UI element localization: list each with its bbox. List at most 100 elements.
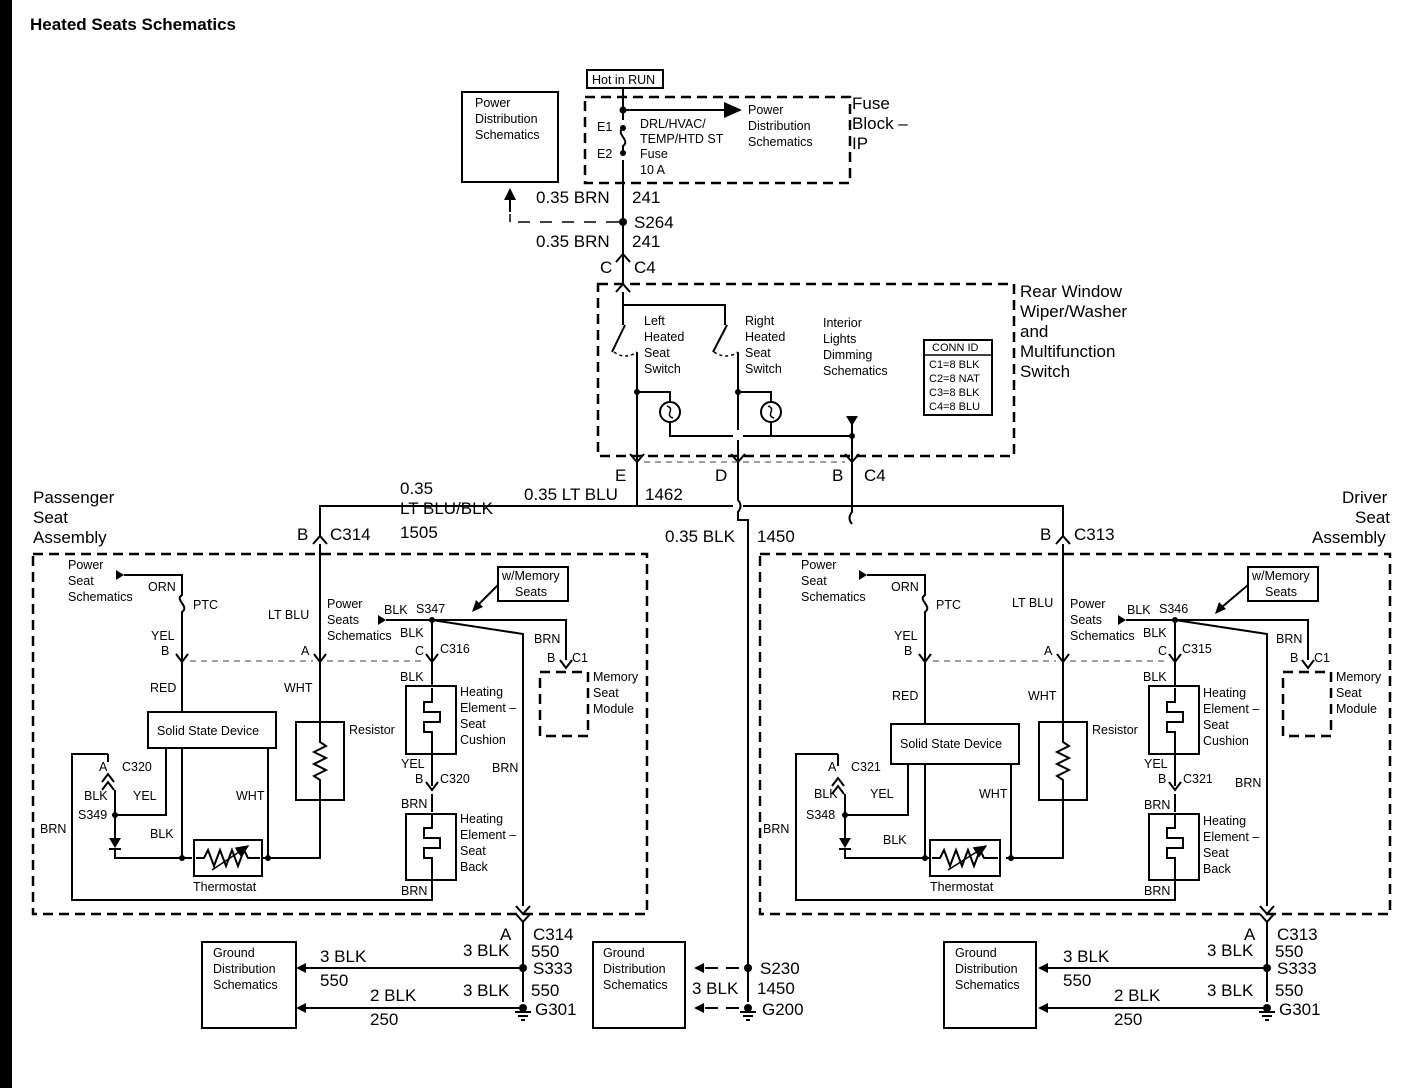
- p-yel: YEL: [151, 629, 175, 643]
- d-blk-5: BLK: [883, 833, 907, 847]
- wire-1450-num: 1450: [757, 527, 795, 546]
- d-power-seat-arrow-icon: [859, 570, 867, 580]
- p-power-seat-3: Schematics: [68, 590, 133, 604]
- e2-label: E2: [597, 147, 612, 161]
- d-brn-memory: [1175, 619, 1309, 660]
- wire-1462-label: 0.35 LT BLU: [524, 485, 618, 504]
- driver-seat-assembly: Driver Seat Assembly B C313 Power Seat S…: [758, 488, 1392, 924]
- switch-title-5: Switch: [1020, 362, 1070, 381]
- d-heat-back-3: Seat: [1203, 846, 1229, 860]
- d-heat-cushion-4: Cushion: [1203, 734, 1249, 748]
- d-heat-back-1: Heating: [1203, 814, 1246, 828]
- p-power-seats-1: Power: [327, 597, 362, 611]
- d-wht-1: WHT: [1028, 689, 1057, 703]
- d-memory-module-3: Module: [1336, 702, 1377, 716]
- d-resistor-icon: [1054, 722, 1072, 800]
- p-memory-module-outline: [538, 670, 590, 738]
- p-yel-3: YEL: [401, 757, 425, 771]
- gm-arrow-top-icon: [694, 963, 704, 973]
- gr-gd-2: Distribution: [955, 962, 1018, 976]
- p-c320-b: C320: [440, 772, 470, 786]
- conn-id-header: CONN ID: [932, 342, 979, 354]
- gm-s230-splice: [744, 964, 752, 972]
- wire-1505-num: 1505: [400, 523, 438, 542]
- conn-id-box: [923, 339, 993, 416]
- p-power-seat-2: Seat: [68, 574, 94, 588]
- conn-id-c1: C1=8 BLK: [929, 359, 980, 371]
- d-yel-3: YEL: [1144, 757, 1168, 771]
- d-red: RED: [892, 689, 918, 703]
- left-border-bar: [0, 0, 12, 1088]
- gm-w: 3 BLK: [692, 979, 739, 998]
- p-b-c1: B: [547, 651, 555, 665]
- gl-n2: 550: [531, 942, 559, 961]
- p-s349-splice: [112, 812, 118, 818]
- fuse-block-label-2: Block –: [852, 114, 908, 133]
- wire-1505-color: LT BLU/BLK: [400, 499, 494, 518]
- right-lamp-junction: [735, 389, 741, 395]
- d-c321b-connector-icon: [1168, 781, 1182, 792]
- p-brn-side: BRN: [40, 822, 66, 836]
- left-switch-label-3: Seat: [644, 346, 670, 360]
- p-diode-wire: [109, 848, 192, 859]
- passenger-pin-b: B: [297, 525, 308, 544]
- d-blk-3: BLK: [1143, 670, 1167, 684]
- d-a: A: [1044, 644, 1053, 658]
- feed-junction-dot: [619, 106, 627, 114]
- d-memory-module-1: Memory: [1336, 670, 1382, 684]
- d-c315: C315: [1182, 642, 1212, 656]
- wire-241-num-a: 241: [632, 188, 660, 207]
- switch-title-2: Wiper/Washer: [1020, 302, 1127, 321]
- gr-n3: 250: [1114, 1010, 1142, 1029]
- gr-w2: 3 BLK: [1207, 941, 1254, 960]
- p-resistor-to-thermo: [263, 800, 321, 859]
- d-solid-state-device: [890, 723, 1020, 765]
- d-c1-connector-icon: [1301, 659, 1315, 670]
- right-switch-blade: [712, 324, 728, 353]
- p-power-seat-1: Power: [68, 558, 103, 572]
- wire-241-num-b: 241: [632, 232, 660, 251]
- d-ssd-label: Solid State Device: [900, 737, 1002, 751]
- p-splice-s347: S347: [416, 602, 445, 616]
- gl-s333-splice: [519, 964, 527, 972]
- gm-g200: G200: [762, 1000, 804, 1019]
- s264-splice: [619, 218, 627, 226]
- p-blk-1: BLK: [384, 603, 408, 617]
- gl-arrow-550-icon: [296, 963, 306, 973]
- power-dist-arrow-label-3: Schematics: [748, 135, 813, 149]
- hot-in-run-label: Hot in RUN: [592, 73, 655, 87]
- p-resistor-icon: [311, 722, 329, 800]
- wire-1505-gauge: 0.35: [400, 479, 433, 498]
- left-lamp-junction: [634, 389, 640, 395]
- p-power-seats-2: Seats: [327, 613, 359, 627]
- p-power-seats-3: Schematics: [327, 629, 392, 643]
- p-memory-module-2: Seat: [593, 686, 619, 700]
- p-thermo-junction-right: [265, 855, 271, 861]
- dimming-junction: [849, 433, 855, 439]
- gm-arrow-bottom-icon: [694, 1003, 704, 1013]
- gl-gd-3: Schematics: [213, 978, 278, 992]
- d-power-seat-3: Schematics: [801, 590, 866, 604]
- gr-arrow-550-icon: [1038, 963, 1048, 973]
- p-solid-state-device: [147, 711, 277, 749]
- d-orn: ORN: [891, 580, 919, 594]
- passenger-seat-assembly: Passenger Seat Assembly B C314 Power Sea…: [31, 488, 649, 924]
- d-heat-back-4: Back: [1203, 862, 1232, 876]
- d-b-c1: B: [1290, 651, 1298, 665]
- passenger-c314-connector-icon: [312, 534, 328, 545]
- p-brn-long: [431, 619, 524, 906]
- gm-s230: S230: [760, 959, 800, 978]
- c4-bottom-label: C4: [864, 466, 886, 485]
- passenger-title-2: Seat: [33, 508, 68, 527]
- p-thermostat-arrow-icon: [211, 845, 250, 871]
- d-lt-blu: LT BLU: [1012, 596, 1053, 610]
- pin-e-label: E: [615, 466, 626, 485]
- gm-gd-2: Distribution: [603, 962, 666, 976]
- gm-gd-3: Schematics: [603, 978, 668, 992]
- conn-id-c3: C3=8 BLK: [929, 387, 980, 399]
- p-memory-box: [497, 566, 569, 602]
- p-brn-3: BRN: [492, 761, 518, 775]
- right-switch-label-4: Switch: [745, 362, 782, 376]
- d-c: C: [1158, 644, 1167, 658]
- p-c316: C316: [440, 642, 470, 656]
